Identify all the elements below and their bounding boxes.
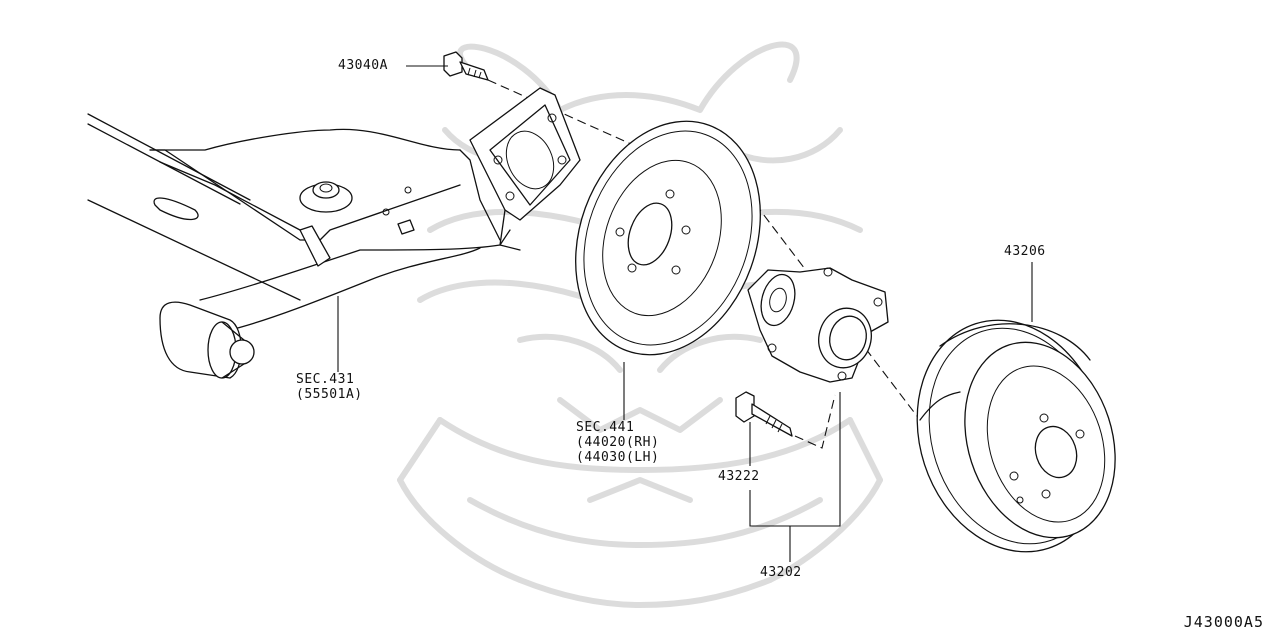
diagram-code: J43000A5 (1183, 613, 1264, 631)
brake-backing-plate (575, 120, 761, 356)
label-43206[interactable]: 43206 (1004, 244, 1046, 259)
hub-assembly-43202 (747, 267, 889, 383)
label-43202[interactable]: 43202 (760, 565, 802, 580)
label-sec-431[interactable]: SEC.431 (55501A) (296, 372, 363, 402)
axle-spindle-bracket (469, 87, 581, 251)
label-sec-441[interactable]: SEC.441 (44020(RH) (44030(LH) (576, 420, 660, 465)
brake-drum-43206 (916, 319, 1116, 553)
hub-bolt-43222 (735, 391, 793, 437)
label-43040a[interactable]: 43040A (338, 58, 388, 73)
leader-lines (337, 65, 1033, 562)
rear-axle-beam (87, 113, 511, 379)
bolt-43040a (443, 51, 489, 81)
label-43222[interactable]: 43222 (718, 469, 760, 484)
centerline-bolt (794, 394, 836, 449)
